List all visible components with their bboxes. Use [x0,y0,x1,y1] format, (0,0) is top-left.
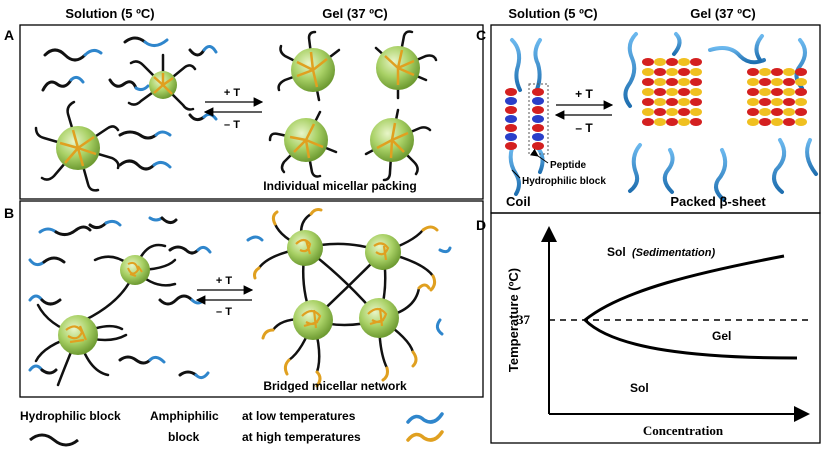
chart-y-label: Temperature (ºC) [506,268,521,372]
legend-hydrophilic-swatch [29,433,79,447]
header-right-solution: Solution (5 ºC) [508,6,597,21]
panel-c-plus-t: + T [575,87,593,101]
chart-ref-label-37: 37 [517,312,531,327]
phase-boundary-curve [582,254,798,360]
region-gel: Gel [712,329,731,343]
legend-low-temp: at low temperatures [242,409,356,423]
panel-c-coil-label: Coil [506,194,531,209]
region-sol-bottom: Sol [630,381,649,395]
panel-c-coil [505,38,549,196]
chart-phase-diagram [541,226,810,422]
panel-b-micelle-large [34,303,128,387]
legend-blue-swatch [406,412,444,424]
panel-b-minus-t: – T [216,306,232,318]
legend-high-temp: at high temperatures [242,430,361,444]
panel-b-free-chains [28,216,212,380]
panel-b-micelle-small [83,243,177,322]
panel-b-letter: B [4,205,14,221]
panel-d-letter: D [476,217,486,233]
panel-c-peptide-label: Peptide [550,160,587,171]
panel-a-letter: A [4,27,14,43]
panel-a-micelle-small [127,53,197,111]
panel-b-caption: Bridged micellar network [263,379,407,393]
panel-a-plus-t: + T [224,87,240,99]
panel-a-gel-micelles [268,30,438,182]
panel-c-equilibrium-arrows [554,100,614,120]
panel-c-letter: C [476,27,486,43]
panel-a-free-chains [41,36,218,171]
legend-gold-swatch [406,430,444,442]
legend-amphiphilic-line2: block [168,430,200,444]
panel-c-hydrophilic-label: Hydrophilic block [522,176,606,187]
panel-d-frame [490,212,821,444]
chart-x-label: Concentration [643,423,724,438]
legend-amphiphilic-line1: Amphiphilic [150,409,219,423]
panel-a-caption: Individual micellar packing [263,179,416,193]
region-sol-top: Sol [607,245,626,259]
panel-a-frame [19,24,484,200]
header-left-solution: Solution (5 ºC) [65,6,154,21]
legend-hydrophilic: Hydrophilic block [20,409,121,423]
panel-c-beta-sheet [623,32,818,202]
header-left-gel: Gel (37 ºC) [322,6,387,21]
panel-a-minus-t: – T [224,119,240,131]
panel-a-equilibrium-arrows [203,97,264,117]
panel-b-plus-t: + T [216,275,232,287]
panel-b-frame [19,200,484,398]
panel-c-sheet-label: Packed β-sheet [670,194,766,209]
panel-b-equilibrium-arrows [195,285,254,305]
panel-b-network [246,208,452,388]
header-right-gel: Gel (37 ºC) [690,6,755,21]
region-sol-top-sub: (Sedimentation) [632,247,715,259]
panel-c-minus-t: – T [575,121,593,135]
panel-a-micelle-large [34,100,120,192]
